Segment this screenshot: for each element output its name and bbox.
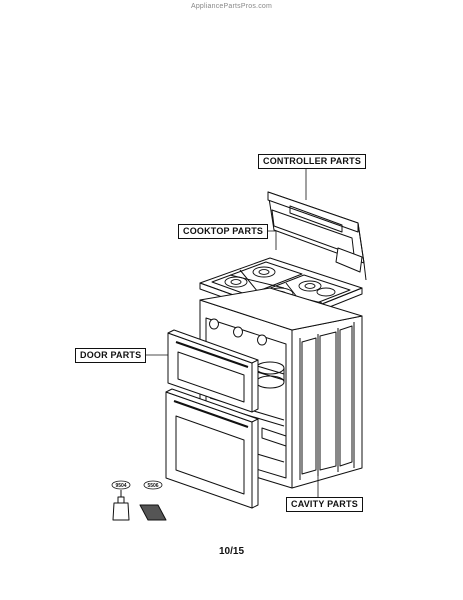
- watermark: AppliancePartsPros.com: [190, 3, 273, 10]
- accessory-scrub-pad: [139, 504, 167, 521]
- door-assembly: [165, 329, 259, 509]
- door-parts-label[interactable]: DOOR PARTS: [75, 348, 147, 363]
- accessory-label-1: 9504: [115, 483, 126, 489]
- accessory-label-2: 5506: [147, 483, 158, 489]
- accessory-tags: 9504 5506: [111, 480, 163, 490]
- cooktop-parts-label[interactable]: COOKTOP PARTS: [178, 224, 269, 239]
- controller-parts-label[interactable]: CONTROLLER PARTS: [258, 154, 367, 169]
- cavity-parts-label[interactable]: CAVITY PARTS: [286, 497, 363, 512]
- page-number: 10/15: [218, 546, 245, 557]
- controller-panel: [267, 191, 367, 281]
- accessory-cleaner-bottle: [112, 490, 130, 521]
